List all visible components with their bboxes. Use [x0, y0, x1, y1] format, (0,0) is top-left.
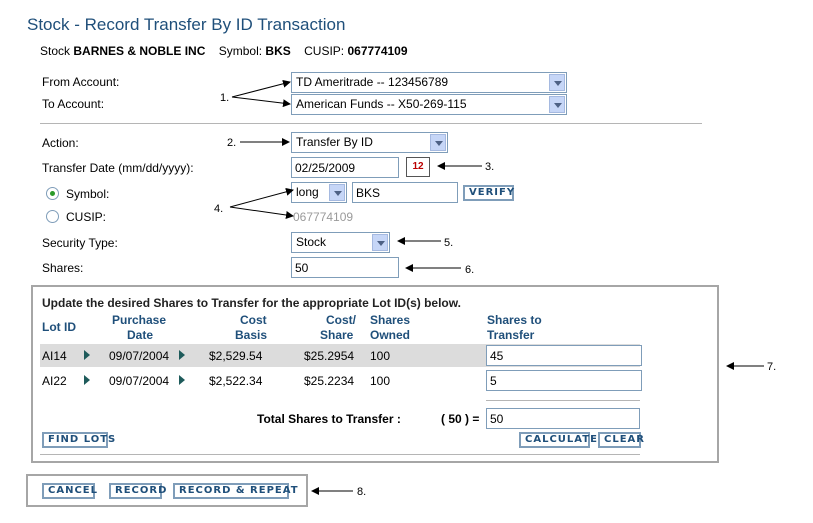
to-account-label: To Account:: [42, 97, 105, 111]
stock-cusip: 067774109: [347, 44, 408, 58]
row-cost-basis: $2,529.54: [209, 349, 263, 363]
total-paren: ( 50 ) =: [441, 412, 480, 426]
header-date-text: Date: [127, 328, 154, 342]
header-date: Date: [127, 328, 153, 343]
symbol-radio-label: Symbol:: [66, 187, 110, 201]
action-buttons-box: [26, 474, 308, 507]
to-account-value: American Funds -- X50-269-115: [296, 97, 467, 111]
total-shares-input[interactable]: 50: [486, 408, 640, 429]
header-shares-transfer-2: Transfer: [487, 328, 535, 342]
action-select[interactable]: Transfer By ID: [291, 132, 448, 153]
stock-name: BARNES & NOBLE INC: [73, 44, 206, 58]
note-3: 3.: [485, 161, 495, 173]
transfer-date-label: Transfer Date (mm/dd/yyyy):: [42, 161, 194, 175]
cusip-radio[interactable]: [46, 210, 59, 223]
row-cost-share: $25.2954: [304, 349, 355, 363]
row-lot-id: AI14: [42, 349, 67, 363]
row-lot-id: AI22: [42, 374, 67, 388]
header-basis: Basis: [235, 328, 268, 342]
from-account-select[interactable]: TD Ameritrade -- 123456789: [291, 72, 567, 93]
stock-cusip-label: CUSIP:: [304, 44, 345, 58]
page-title: Stock - Record Transfer By ID Transactio…: [27, 15, 346, 34]
lot-section: [31, 285, 719, 463]
divider: [486, 400, 640, 401]
row-transfer-input[interactable]: 5: [486, 370, 642, 391]
header-lot-id: Lot ID: [42, 320, 76, 334]
arrow-1a: [231, 79, 291, 98]
row-owned: 100: [370, 374, 391, 388]
total-label: Total Shares to Transfer :: [257, 412, 401, 426]
stock-info: Stock BARNES & NOBLE INC Symbol: BKS CUS…: [40, 44, 408, 58]
chevron-down-icon[interactable]: [549, 96, 565, 113]
expand-arrow-icon[interactable]: [179, 375, 185, 385]
find-lots-button[interactable]: FIND LOTS: [42, 432, 115, 448]
header-share: Share: [320, 328, 354, 342]
to-account-select[interactable]: American Funds -- X50-269-115: [291, 94, 567, 115]
clear-button[interactable]: CLEAR: [598, 432, 644, 448]
cancel-button[interactable]: CANCEL: [42, 483, 97, 499]
arrow-4b: [229, 206, 294, 219]
divider: [40, 123, 702, 124]
calculate-button[interactable]: CALCULATE: [519, 432, 597, 448]
header-shares-owned-1: Shares: [370, 313, 411, 327]
chevron-down-icon[interactable]: [430, 134, 446, 151]
arrow-4a: [229, 187, 294, 208]
chevron-down-icon[interactable]: [329, 184, 345, 201]
note-4: 4.: [214, 203, 224, 215]
transfer-date-input[interactable]: 02/25/2009: [291, 157, 399, 178]
arrow-1b: [231, 96, 291, 108]
stock-symbol-label: Symbol:: [218, 44, 263, 58]
from-account-value: TD Ameritrade -- 123456789: [296, 75, 449, 89]
verify-button[interactable]: VERIFY: [463, 185, 514, 201]
calendar-icon[interactable]: 12: [406, 157, 430, 177]
security-type-label: Security Type:: [42, 236, 118, 250]
shares-input[interactable]: 50: [291, 257, 399, 278]
row-date: 09/07/2004: [109, 349, 170, 363]
row-transfer-input[interactable]: 45: [486, 345, 642, 366]
chevron-down-icon[interactable]: [549, 74, 565, 91]
header-shares-owned-2: Owned: [370, 328, 411, 342]
position-value: long: [296, 185, 319, 199]
note-6: 6.: [465, 264, 475, 276]
symbol-input[interactable]: BKS: [352, 182, 458, 203]
from-account-label: From Account:: [42, 75, 120, 89]
security-type-select[interactable]: Stock: [291, 232, 390, 253]
header-cost: Cost: [240, 313, 267, 327]
note-5: 5.: [444, 237, 454, 249]
position-select[interactable]: long: [291, 182, 347, 203]
note-7: 7.: [767, 361, 777, 373]
row-cost-share: $25.2234: [304, 374, 355, 388]
action-value: Transfer By ID: [296, 135, 373, 149]
row-cost-basis: $2,522.34: [209, 374, 263, 388]
expand-arrow-icon[interactable]: [84, 375, 90, 385]
security-type-value: Stock: [296, 235, 327, 249]
cusip-value: 067774109: [293, 210, 354, 224]
header-cost-per: Cost/: [326, 313, 356, 327]
lot-instruction: Update the desired Shares to Transfer fo…: [42, 296, 461, 310]
row-owned: 100: [370, 349, 391, 363]
action-label: Action:: [42, 136, 79, 150]
shares-label: Shares:: [42, 261, 84, 275]
symbol-radio[interactable]: [46, 187, 59, 200]
expand-arrow-icon[interactable]: [179, 350, 185, 360]
note-1: 1.: [220, 92, 230, 104]
row-date: 09/07/2004: [109, 374, 170, 388]
note-2: 2.: [227, 137, 237, 149]
note-8: 8.: [357, 486, 367, 498]
expand-arrow-icon[interactable]: [84, 350, 90, 360]
stock-symbol: BKS: [265, 44, 291, 58]
record-and-repeat-button[interactable]: RECORD & REPEAT: [173, 483, 298, 499]
cusip-radio-label: CUSIP:: [66, 210, 107, 224]
header-purchase: Purchase: [112, 313, 167, 327]
record-button[interactable]: RECORD: [109, 483, 166, 499]
header-shares-transfer-1: Shares to: [487, 313, 542, 327]
divider: [40, 454, 640, 455]
stock-prefix: Stock: [40, 44, 71, 58]
chevron-down-icon[interactable]: [372, 234, 388, 251]
